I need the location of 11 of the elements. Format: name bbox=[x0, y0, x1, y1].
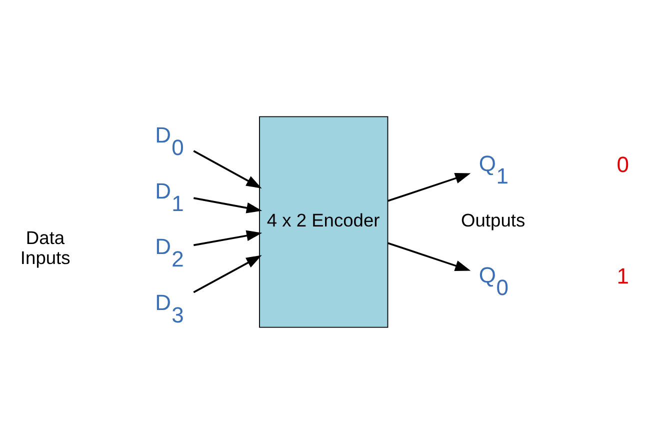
label: Data Inputs bbox=[20, 226, 70, 268]
label: 1 bbox=[616, 263, 629, 288]
node-box: 4 x 2 Encoder bbox=[259, 116, 388, 328]
arrow bbox=[193, 150, 262, 188]
arrow bbox=[388, 172, 471, 202]
arrow bbox=[193, 196, 262, 213]
label: 0 bbox=[616, 151, 629, 176]
arrow bbox=[388, 242, 471, 270]
arrow bbox=[193, 230, 262, 246]
label: Outputs bbox=[461, 209, 526, 230]
arrow bbox=[193, 254, 262, 293]
